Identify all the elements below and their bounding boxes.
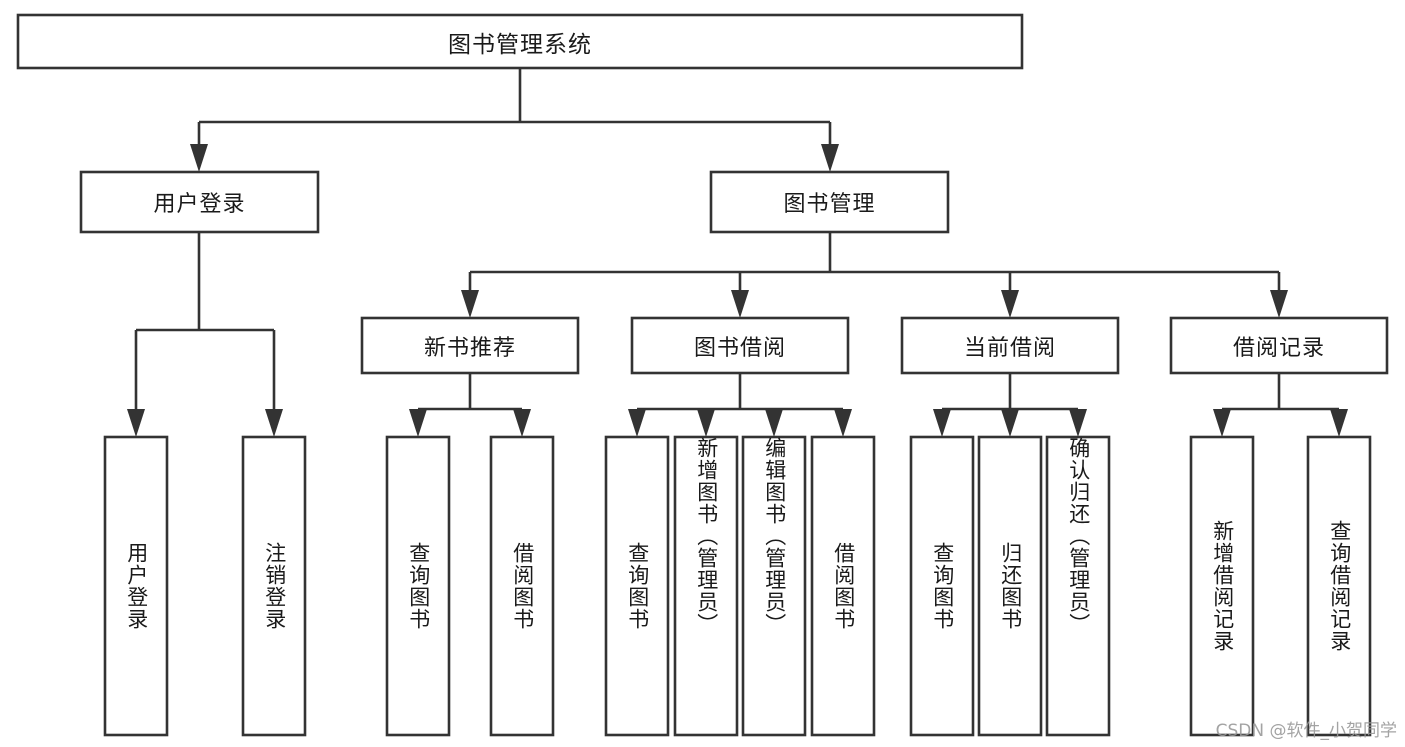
node-box-leaf-add-record[interactable] xyxy=(1189,435,1255,737)
arrow-head-user-login xyxy=(190,144,208,172)
arrow-head-leaf-return-book xyxy=(1001,409,1019,437)
node-box-leaf-confirm-return[interactable] xyxy=(1045,435,1111,737)
node-box-leaf-add-book[interactable] xyxy=(673,435,739,737)
node-box-current-borrow[interactable] xyxy=(900,316,1120,375)
arrow-head-leaf-confirm-return xyxy=(1069,409,1087,437)
arrow-head-leaf-logout xyxy=(265,409,283,437)
connector-group-current-borrow xyxy=(933,373,1087,437)
node-box-leaf-return-book[interactable] xyxy=(977,435,1043,737)
connector-group-borrow-record xyxy=(1213,373,1348,437)
connector-group-user-login xyxy=(127,232,283,437)
node-box-new-book-rec[interactable] xyxy=(360,316,580,375)
node-box-borrow-record[interactable] xyxy=(1169,316,1389,375)
node-box-leaf-query-book-1[interactable] xyxy=(385,435,451,737)
arrow-head-leaf-add-record xyxy=(1213,409,1231,437)
node-box-leaf-query-book-2[interactable] xyxy=(604,435,670,737)
connector-group-book-manage xyxy=(461,232,1288,318)
node-box-root[interactable] xyxy=(16,13,1024,70)
node-box-leaf-edit-book[interactable] xyxy=(741,435,807,737)
arrow-head-leaf-query-book-2 xyxy=(628,409,646,437)
arrow-head-leaf-add-book xyxy=(697,409,715,437)
arrow-head-current-borrow xyxy=(1001,290,1019,318)
arrow-head-leaf-query-record xyxy=(1330,409,1348,437)
arrow-head-new-book-rec xyxy=(461,290,479,318)
node-box-leaf-logout[interactable] xyxy=(241,435,307,737)
node-box-book-borrow[interactable] xyxy=(630,316,850,375)
node-box-leaf-borrow-book-2[interactable] xyxy=(810,435,876,737)
arrow-head-borrow-record xyxy=(1270,290,1288,318)
arrow-head-book-manage xyxy=(821,144,839,172)
arrow-head-leaf-borrow-book-2 xyxy=(834,409,852,437)
node-box-leaf-query-record[interactable] xyxy=(1306,435,1372,737)
arrow-head-leaf-borrow-book-1 xyxy=(513,409,531,437)
arrow-head-leaf-edit-book xyxy=(765,409,783,437)
node-box-user-login[interactable] xyxy=(79,170,320,234)
node-box-leaf-query-book-3[interactable] xyxy=(909,435,975,737)
connector-group-book-borrow xyxy=(628,373,852,437)
node-box-leaf-user-login[interactable] xyxy=(103,435,169,737)
arrow-head-leaf-query-book-1 xyxy=(409,409,427,437)
arrow-head-leaf-query-book-3 xyxy=(933,409,951,437)
arrow-head-book-borrow xyxy=(731,290,749,318)
connector-group-new-book-rec xyxy=(409,373,531,437)
connector-group-root xyxy=(190,68,839,172)
arrow-head-leaf-user-login xyxy=(127,409,145,437)
node-box-book-manage[interactable] xyxy=(709,170,950,234)
node-box-leaf-borrow-book-1[interactable] xyxy=(489,435,555,737)
